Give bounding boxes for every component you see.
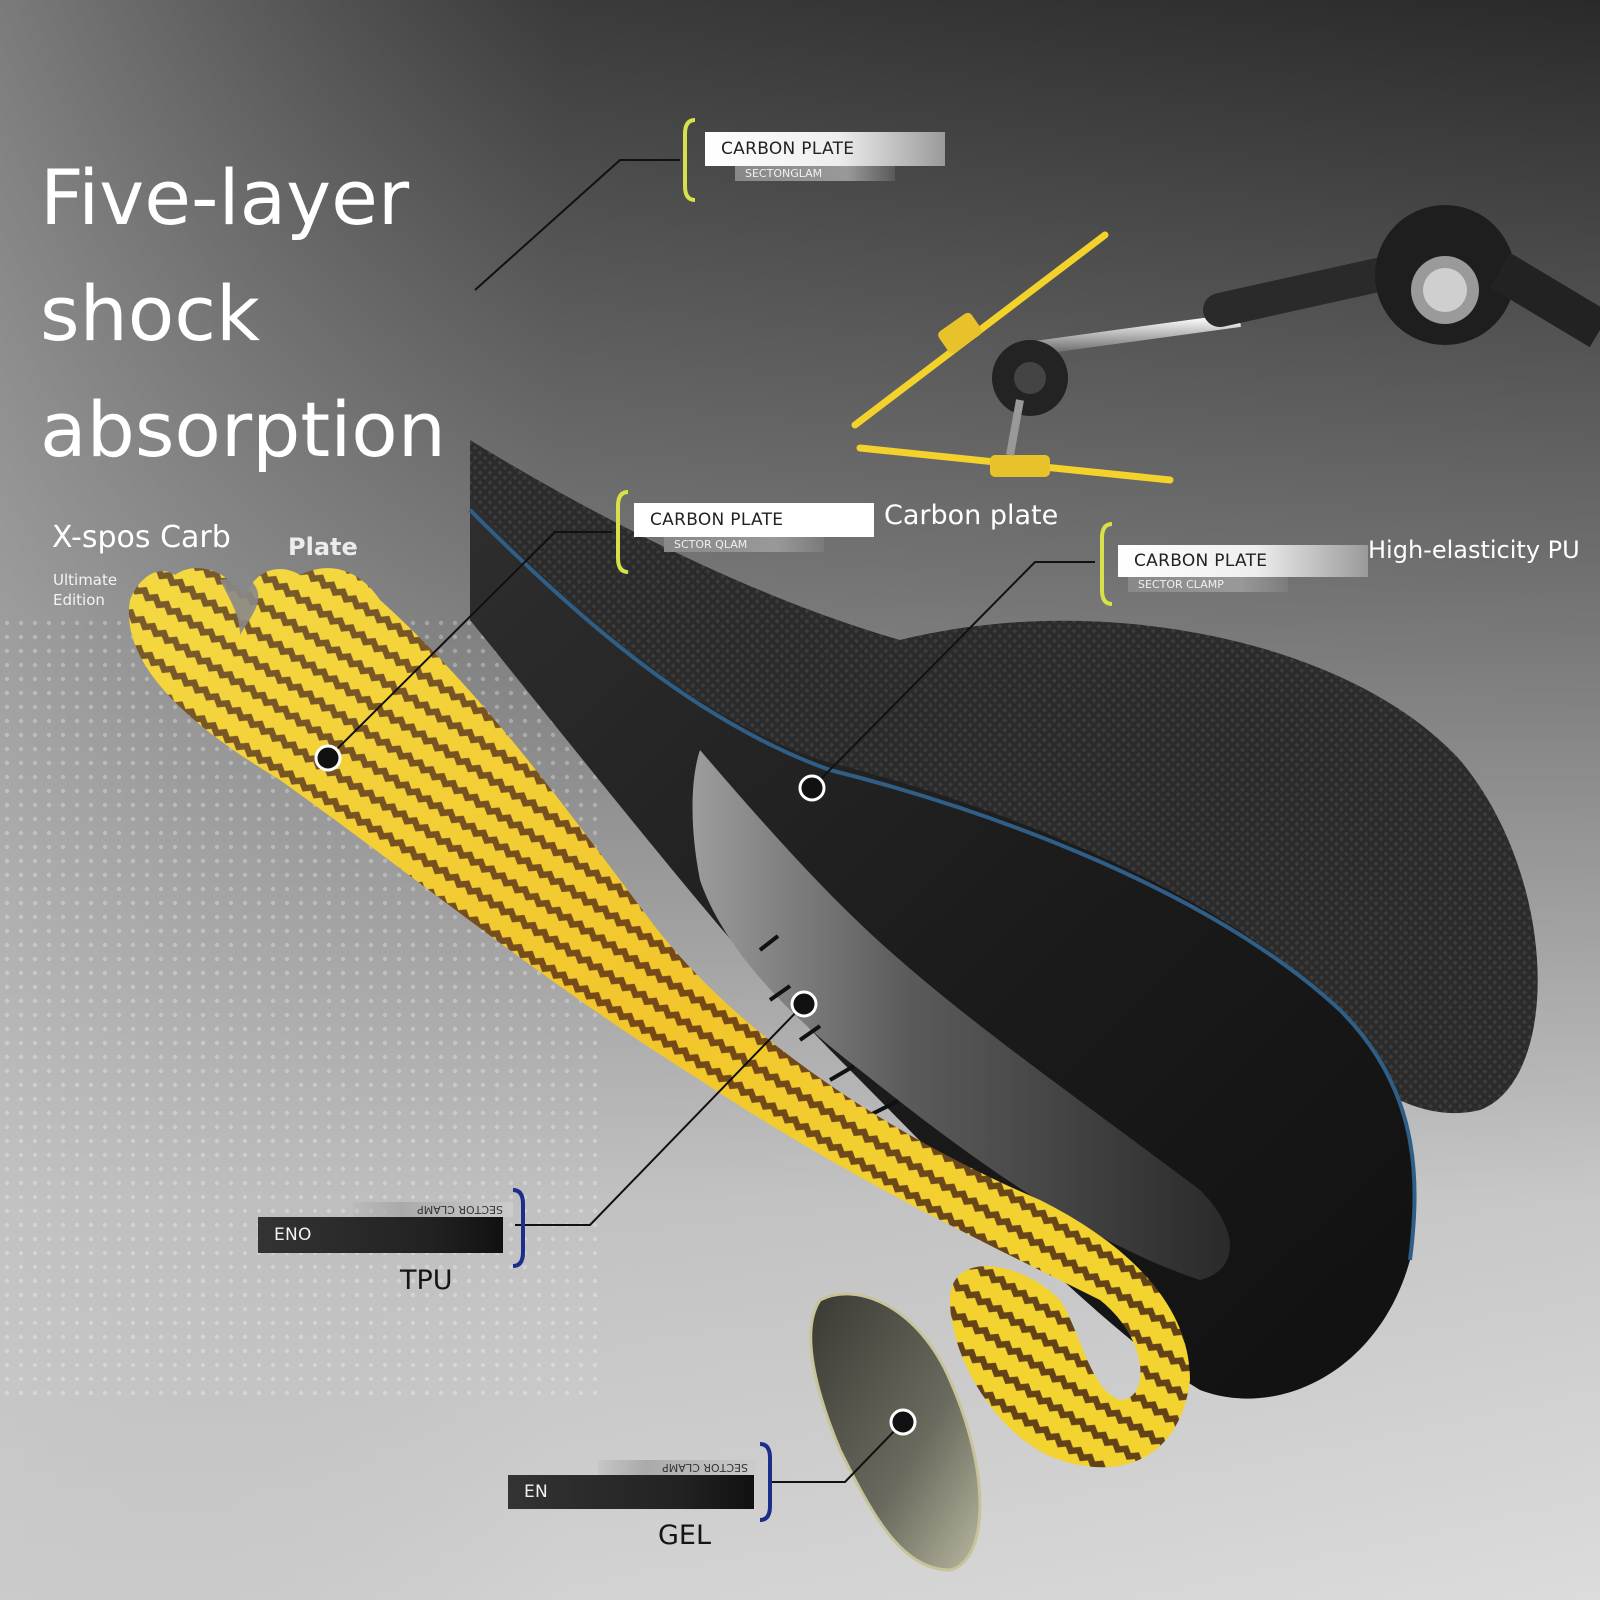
callout-tpu: SECTOR CLAMP ENO (258, 1202, 513, 1253)
headline-line-3: absorption (40, 385, 446, 474)
callout-gel-label: EN (508, 1475, 754, 1509)
caption-carbon-plate: Carbon plate (884, 500, 1059, 531)
callout-top-carbon-plate: CARBON PLATE SECTONGLAM (705, 132, 945, 181)
callout-carbon-sub: SCTOR QLAM (664, 537, 824, 552)
callout-gel: SECTOR CLAMP EN (508, 1460, 758, 1509)
edition-label: Ultimate Edition (53, 570, 143, 610)
callout-pu-sub: SECTOR CLAMP (1128, 577, 1288, 592)
plate-overlay-text: Plate (288, 533, 358, 561)
callout-tpu-label: ENO (258, 1217, 503, 1253)
callout-pu: CARBON PLATE SECTOR CLAMP (1118, 545, 1368, 592)
edition-line-2: Edition (53, 591, 105, 609)
caption-gel: GEL (658, 1520, 712, 1551)
brand-name: X-spos Carb (52, 520, 231, 555)
callout-tpu-sub: SECTOR CLAMP (353, 1202, 513, 1217)
gimbal-rig (851, 205, 1600, 484)
caption-pu: High-elasticity PU (1368, 536, 1580, 564)
hotspots (314, 744, 917, 1436)
hotspot-tpu (790, 990, 818, 1018)
tpu-arch-layer (692, 750, 1230, 1280)
caption-tpu: TPU (400, 1265, 453, 1296)
callout-top-sub: SECTONGLAM (735, 166, 895, 181)
headline: Five-layer shock absorption (40, 140, 446, 488)
callout-pu-label: CARBON PLATE (1118, 545, 1368, 577)
hotspot-pu (798, 774, 826, 802)
callout-carbon-plate: CARBON PLATE SCTOR QLAM (634, 503, 874, 552)
edition-line-1: Ultimate (53, 571, 118, 589)
leader-lines (327, 159, 1095, 1483)
callout-gel-sub: SECTOR CLAMP (598, 1460, 758, 1475)
mesh-top-layer (470, 440, 1538, 1114)
headline-line-2: shock (40, 269, 261, 358)
callout-brackets (512, 118, 1113, 1522)
callout-carbon-label: CARBON PLATE (634, 503, 874, 537)
headline-line-1: Five-layer (40, 153, 410, 242)
callout-top-label: CARBON PLATE (705, 132, 945, 166)
hotspot-gel (889, 1408, 917, 1436)
hotspot-carbon-plate (314, 744, 342, 772)
